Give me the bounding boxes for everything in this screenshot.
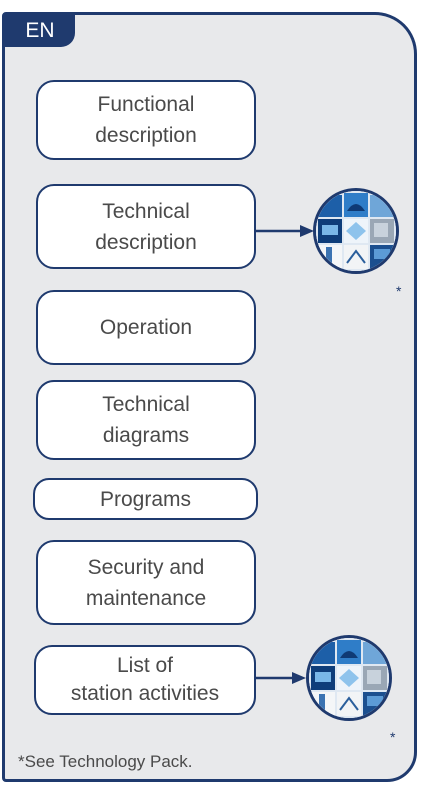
operation-label: Operation (99, 316, 193, 339)
functional-description-label-1: Functional (97, 93, 195, 116)
technical-description-arrow (256, 225, 314, 237)
security-maintenance-label-2: maintenance (85, 586, 207, 610)
station-activities-button[interactable]: List of station activities (34, 645, 256, 715)
station-activities-label-2: station activities (70, 682, 220, 705)
security-maintenance-label-1: Security and (87, 555, 205, 579)
technical-description-label-2: description (95, 230, 197, 254)
security-maintenance-button[interactable]: Security and maintenance (36, 540, 256, 625)
functional-description-button[interactable]: Functional description (36, 80, 256, 160)
technology-pack-asterisk: * (390, 729, 396, 745)
technical-diagrams-label-2: diagrams (102, 424, 190, 447)
language-tab[interactable]: EN (5, 15, 75, 47)
operation-button[interactable]: Operation (36, 290, 256, 365)
station-activities-label-1: List of (116, 654, 174, 677)
technology-pack-thumbnail-icon[interactable] (313, 188, 399, 274)
technology-pack-footnote: *See Technology Pack. (18, 752, 193, 771)
technology-pack-asterisk: * (396, 283, 402, 299)
technical-description-button[interactable]: Technical description (36, 184, 256, 269)
programs-label: Programs (99, 487, 192, 511)
technical-diagrams-button[interactable]: Technical diagrams (36, 380, 256, 460)
functional-description-label-2: description (95, 124, 197, 147)
technology-pack-thumbnail-icon[interactable] (306, 635, 392, 721)
station-activities-arrow (256, 672, 306, 684)
programs-button[interactable]: Programs (33, 478, 258, 520)
technical-description-label-1: Technical (102, 199, 190, 223)
technical-diagrams-label-1: Technical (102, 393, 190, 416)
